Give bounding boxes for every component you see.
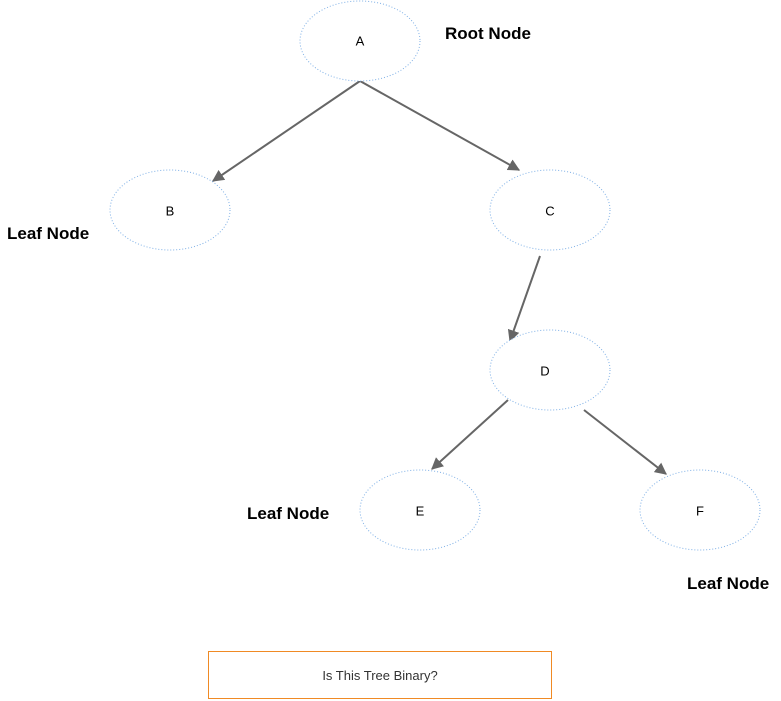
node-a-label: A [356, 33, 365, 48]
question-text: Is This Tree Binary? [322, 667, 438, 683]
node-c[interactable]: C [489, 169, 611, 251]
node-b-label: B [166, 203, 175, 218]
leaf-node-annotation-b: Leaf Node [7, 224, 89, 243]
edge-c-d [507, 255, 541, 343]
edge-a-c [359, 80, 521, 171]
node-b[interactable]: B [109, 169, 231, 251]
root-node-annotation: Root Node [445, 24, 531, 43]
leaf-node-annotation-f: Leaf Node [687, 574, 769, 593]
node-d-label: D [540, 363, 549, 378]
node-f[interactable]: F [639, 469, 761, 551]
edge-d-f [583, 409, 667, 475]
edge-d-e [431, 399, 509, 470]
node-e[interactable]: E [359, 469, 481, 551]
question-box: Is This Tree Binary? [208, 651, 552, 699]
node-a[interactable]: A [299, 0, 421, 82]
node-c-label: C [545, 203, 554, 218]
node-f-label: F [696, 503, 704, 518]
node-d[interactable]: D [489, 329, 611, 411]
leaf-node-annotation-e: Leaf Node [247, 504, 329, 523]
node-e-label: E [416, 503, 425, 518]
edge-a-b [212, 80, 361, 182]
